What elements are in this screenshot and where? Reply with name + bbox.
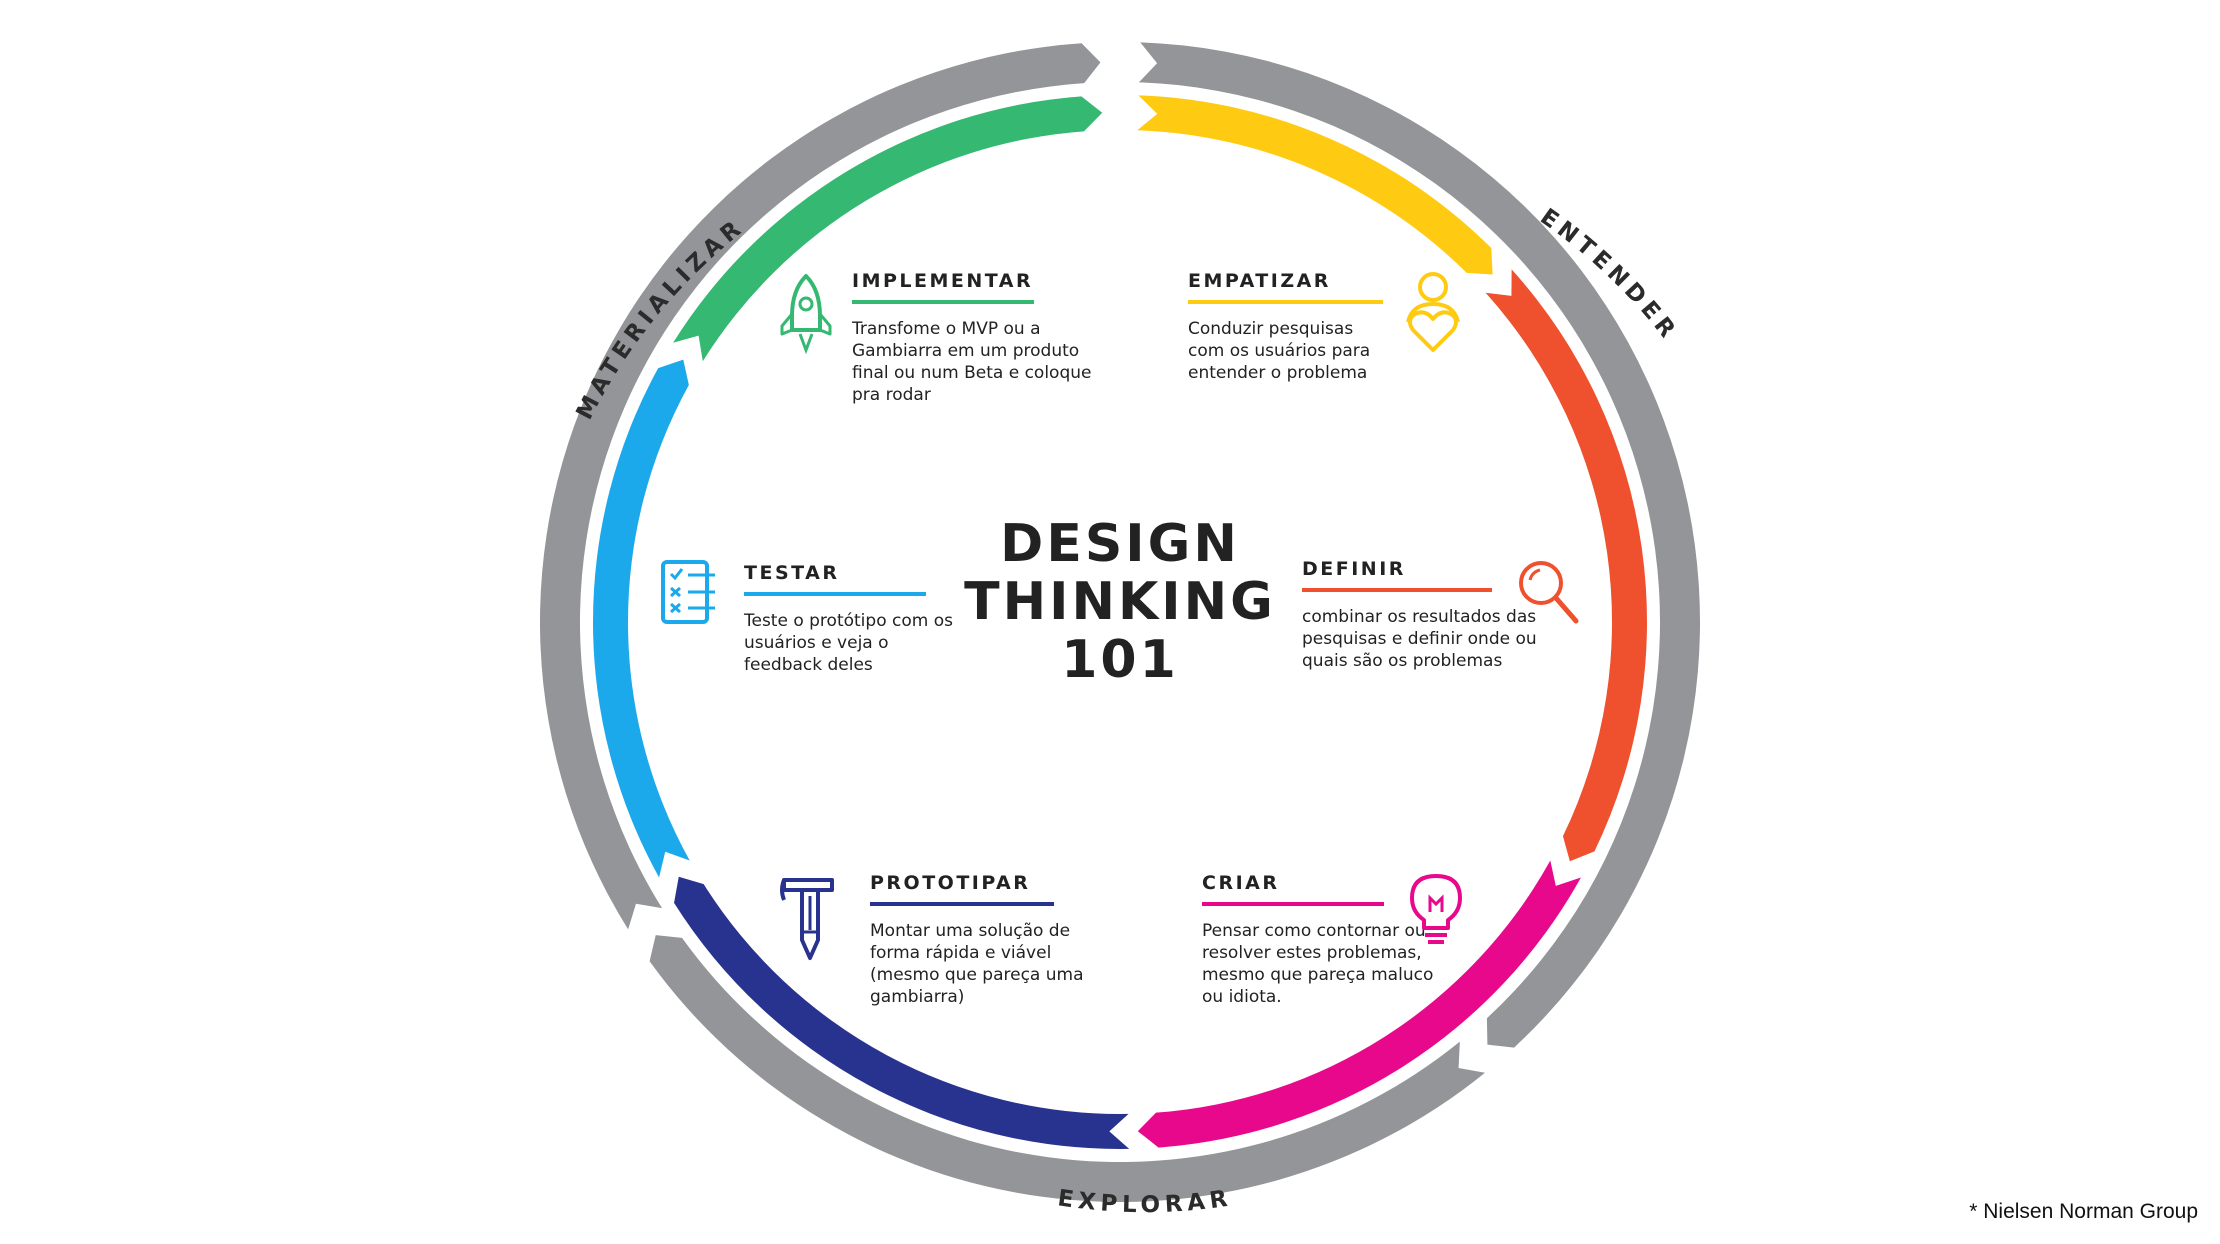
magnifier-icon bbox=[1519, 561, 1579, 624]
hammer-pencil-icon bbox=[780, 878, 834, 960]
stage-desc-empatizar: Conduzir pesquisas com os usuários para … bbox=[1188, 319, 1371, 383]
stage-desc-prototipar: Montar uma solução de forma rápida e viá… bbox=[870, 921, 1084, 1007]
inner-segment-testar bbox=[593, 359, 690, 878]
inner-segment-empatizar bbox=[1137, 95, 1493, 275]
credit-note: * Nielsen Norman Group bbox=[1969, 1200, 2198, 1223]
stage-desc-implementar: Transfome o MVP ou a Gambiarra em um pro… bbox=[852, 319, 1092, 405]
outer-ring bbox=[540, 42, 1701, 1202]
rocket-icon bbox=[780, 274, 832, 355]
stage-implementar: IMPLEMENTAR Transfome o MVP ou a Gambiar… bbox=[852, 270, 1092, 406]
stage-testar: TESTAR Teste o protótipo com os usuários… bbox=[744, 562, 954, 676]
checklist-icon bbox=[661, 560, 715, 624]
stage-definir: DEFINIR combinar os resultados das pesqu… bbox=[1302, 558, 1537, 672]
stage-desc-testar: Teste o protótipo com os usuários e veja… bbox=[744, 611, 953, 675]
stage-desc-definir: combinar os resultados das pesquisas e d… bbox=[1302, 607, 1537, 671]
outer-segment-entender bbox=[1138, 42, 1701, 1048]
center-title-line1: DESIGN bbox=[1000, 514, 1240, 574]
stage-title-criar: CRIAR bbox=[1202, 872, 1384, 906]
center-title: DESIGN THINKING 101 bbox=[920, 515, 1320, 689]
inner-segment-definir bbox=[1485, 269, 1647, 862]
inner-ring bbox=[593, 95, 1647, 1149]
stage-desc-criar: Pensar como contornar ou resolver estes … bbox=[1202, 921, 1434, 1007]
center-title-line2: THINKING bbox=[964, 572, 1276, 632]
outer-segment-explorar bbox=[649, 935, 1486, 1202]
stage-title-implementar: IMPLEMENTAR bbox=[852, 270, 1034, 304]
stage-prototipar: PROTOTIPAR Montar uma solução de forma r… bbox=[870, 872, 1085, 1008]
inner-segment-criar bbox=[1137, 860, 1581, 1148]
center-title-line3: 101 bbox=[1061, 630, 1179, 690]
person-heart-icon bbox=[1406, 272, 1460, 352]
stage-title-empatizar: EMPATIZAR bbox=[1188, 270, 1383, 304]
stage-title-definir: DEFINIR bbox=[1302, 558, 1492, 592]
stage-empatizar: EMPATIZAR Conduzir pesquisas com os usuá… bbox=[1188, 270, 1383, 384]
stage-title-testar: TESTAR bbox=[744, 562, 926, 596]
inner-segment-prototipar bbox=[674, 876, 1130, 1149]
lightbulb-icon bbox=[1410, 874, 1462, 944]
inner-segment-implementar bbox=[673, 96, 1103, 362]
stage-criar: CRIAR Pensar como contornar ou resolver … bbox=[1202, 872, 1437, 1008]
stage-title-prototipar: PROTOTIPAR bbox=[870, 872, 1054, 906]
outer-segment-materializar bbox=[540, 43, 1101, 930]
